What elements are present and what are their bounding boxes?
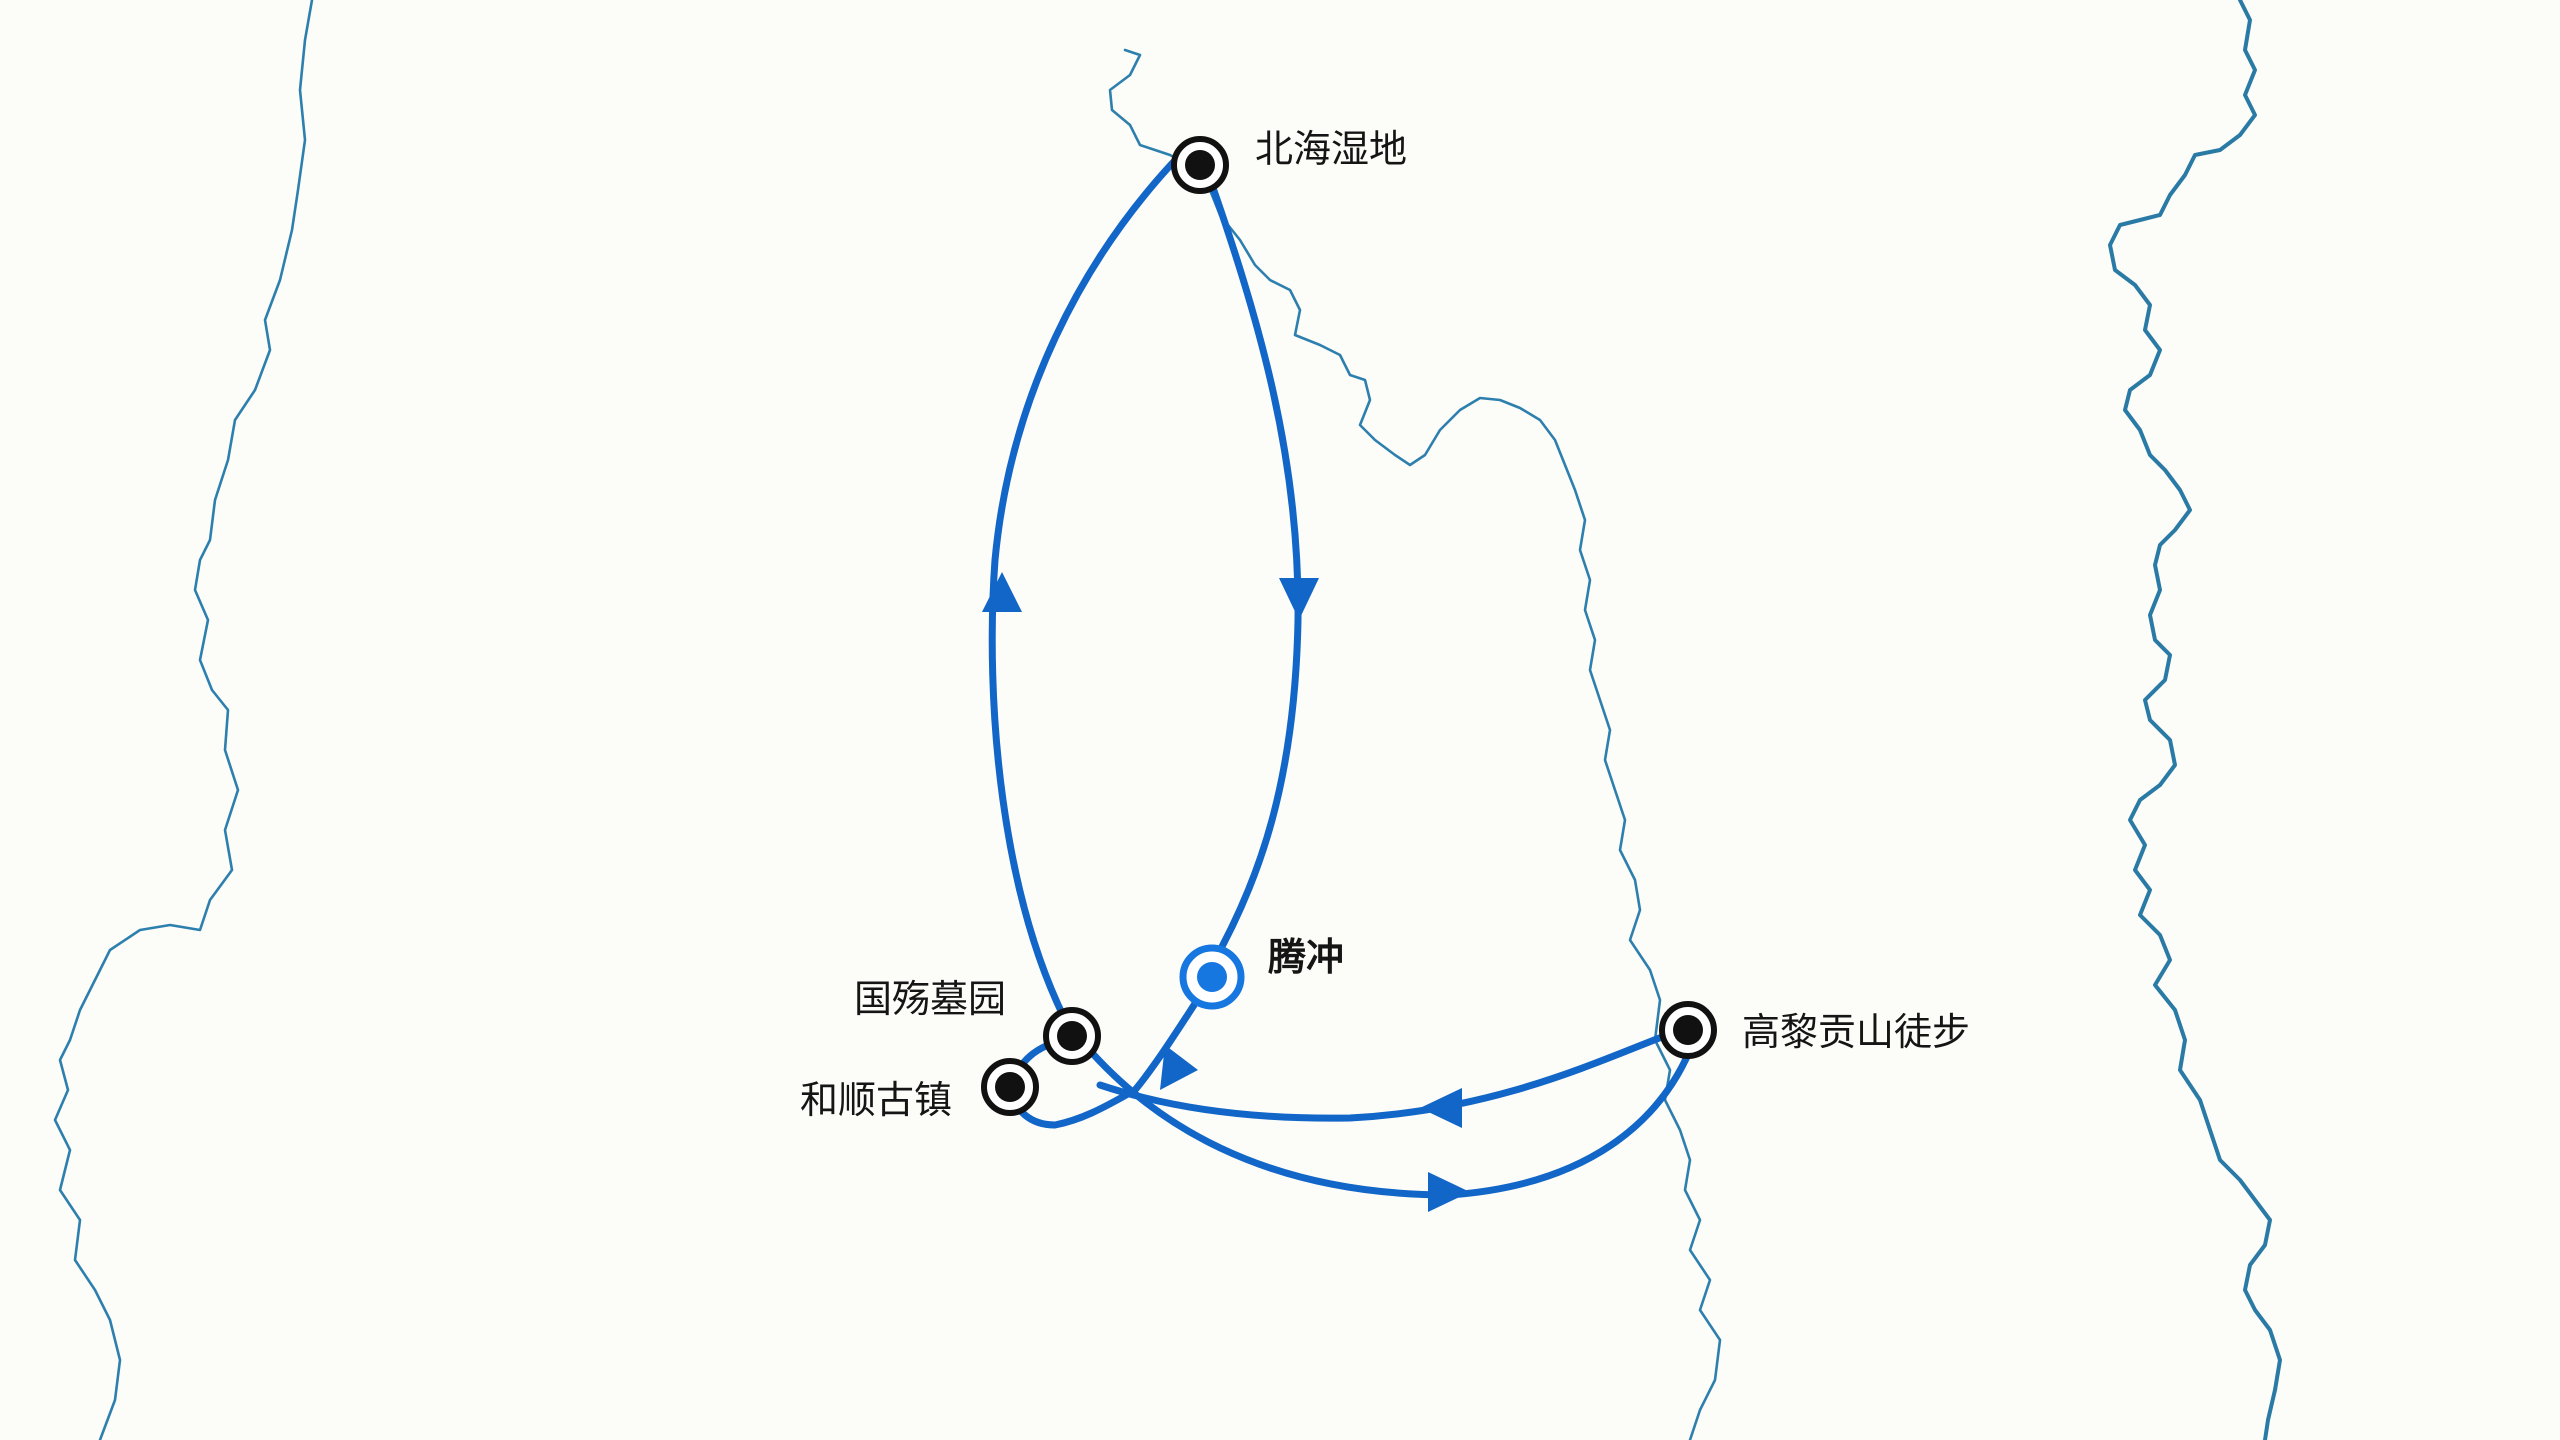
marker-beihai[interactable] [1171,136,1229,194]
label-tengchong: 腾冲 [1268,935,1344,979]
river-central [1108,48,1722,1440]
location-pin-icon [995,1072,1025,1102]
arrow-left-icon [1420,1088,1462,1128]
river-west [53,0,314,1440]
arrow-down-icon [1279,578,1319,620]
route-beihai-to-tengchong [1201,161,1302,969]
label-gaoligong: 高黎贡山徒步 [1742,1010,1970,1054]
label-beihai: 北海湿地 [1255,127,1407,171]
rivers [53,0,2282,1440]
arrow-up-icon [982,572,1022,612]
arrow-right-icon [1428,1172,1470,1212]
marker-tengchong[interactable] [1179,944,1245,1010]
location-pin-icon [1185,150,1215,180]
location-pin-icon [1057,1021,1087,1051]
label-heshun: 和顺古镇 [800,1078,952,1122]
marker-gaoligong[interactable] [1659,1001,1717,1059]
start-pin-icon [1197,962,1227,992]
route-guoshang-to-beihai [988,151,1184,1039]
river-east [2108,0,2282,1440]
marker-heshun[interactable] [981,1058,1039,1116]
label-guoshang: 国殇墓园 [854,977,1006,1021]
marker-guoshang[interactable] [1043,1007,1101,1065]
location-pin-icon [1673,1015,1703,1045]
arrow-down-left-icon [1160,1045,1198,1090]
direction-arrows [982,572,1470,1212]
route-gaoligong-to-guoshang [1096,1026,1684,1122]
